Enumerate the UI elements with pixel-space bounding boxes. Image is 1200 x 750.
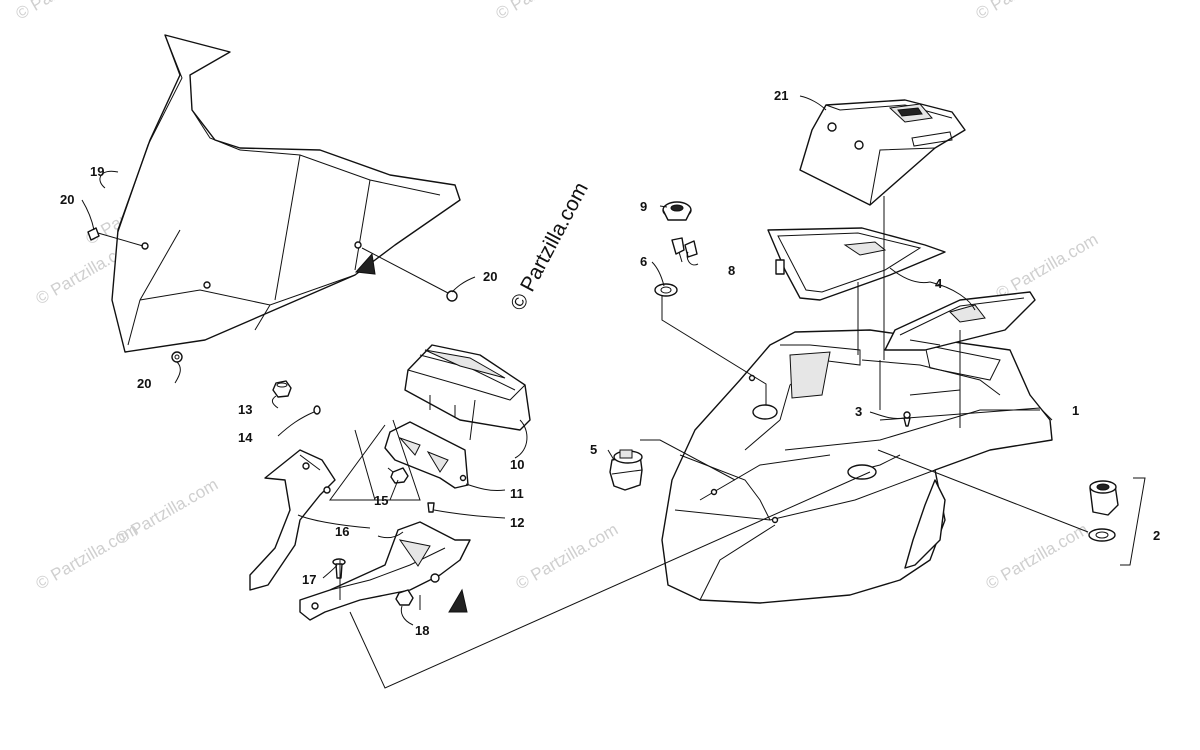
switch-part-5[interactable] bbox=[609, 449, 643, 491]
leader-lines bbox=[81, 95, 1146, 689]
arrow-marker-icon bbox=[354, 252, 376, 275]
hood-part-1[interactable] bbox=[661, 329, 1053, 604]
arrow-marker-icon bbox=[448, 588, 468, 613]
callout-10: 10 bbox=[510, 457, 524, 472]
callout-1: 1 bbox=[1072, 403, 1079, 418]
watermark-faint: © Partzilla.com bbox=[983, 520, 1092, 594]
nut-part-13[interactable] bbox=[272, 380, 292, 398]
watermark-faint: © Partzilla.com bbox=[13, 0, 122, 23]
nut-part-18[interactable] bbox=[395, 589, 414, 606]
key-part-8[interactable] bbox=[671, 237, 698, 263]
bolt-part-3[interactable] bbox=[903, 411, 911, 427]
cover-part-21[interactable] bbox=[799, 99, 966, 206]
nut-part-6[interactable] bbox=[654, 283, 678, 297]
watermark-faint: © Partzilla.com bbox=[493, 0, 602, 23]
gauge-part-10[interactable] bbox=[404, 344, 531, 431]
watermark-faint: © Partzilla.com bbox=[113, 475, 222, 549]
callout-8: 8 bbox=[728, 263, 735, 278]
watermark-faint: © Partzilla.com bbox=[973, 0, 1082, 23]
callout-20: 20 bbox=[483, 269, 497, 284]
callout-21: 21 bbox=[774, 88, 788, 103]
washer-part-14[interactable] bbox=[313, 405, 321, 415]
screw-part-20[interactable] bbox=[87, 227, 144, 247]
callout-15: 15 bbox=[374, 493, 388, 508]
bracket-part-11[interactable] bbox=[384, 421, 469, 489]
ignition-cap-part-9[interactable] bbox=[662, 201, 692, 221]
callout-17: 17 bbox=[302, 572, 316, 587]
vent-part-4[interactable] bbox=[884, 291, 1036, 351]
callout-2: 2 bbox=[1153, 528, 1160, 543]
callout-labels: 19 20 20 20 21 9 8 6 4 3 1 5 2 13 14 10 … bbox=[60, 88, 1160, 638]
windshield-part-19[interactable] bbox=[111, 34, 461, 353]
callout-13: 13 bbox=[238, 402, 252, 417]
vent-part-4[interactable] bbox=[767, 227, 946, 301]
callout-9: 9 bbox=[640, 199, 647, 214]
callout-19: 19 bbox=[90, 164, 104, 179]
callout-20: 20 bbox=[137, 376, 151, 391]
screw-part-17[interactable] bbox=[332, 558, 346, 579]
pin-part-12[interactable] bbox=[427, 502, 435, 513]
screw-part-20[interactable] bbox=[361, 247, 458, 302]
bolt-part-15[interactable] bbox=[387, 467, 409, 484]
callout-12: 12 bbox=[510, 515, 524, 530]
callout-18: 18 bbox=[415, 623, 429, 638]
bracket-part-16[interactable] bbox=[249, 449, 471, 621]
washer-part-20[interactable] bbox=[171, 351, 183, 363]
callout-14: 14 bbox=[238, 430, 253, 445]
callout-5: 5 bbox=[590, 442, 597, 457]
watermark-faint: © Partzilla.com bbox=[993, 230, 1102, 304]
callout-16: 16 bbox=[335, 524, 349, 539]
callout-20: 20 bbox=[60, 192, 74, 207]
callout-6: 6 bbox=[640, 254, 647, 269]
watermark-faint: © Partzilla.com bbox=[513, 520, 622, 594]
callout-3: 3 bbox=[855, 404, 862, 419]
watermark-main: © Partzilla.com bbox=[506, 179, 593, 315]
socket-part-2[interactable] bbox=[1088, 480, 1119, 542]
callout-11: 11 bbox=[510, 486, 524, 501]
callout-4: 4 bbox=[935, 276, 943, 291]
